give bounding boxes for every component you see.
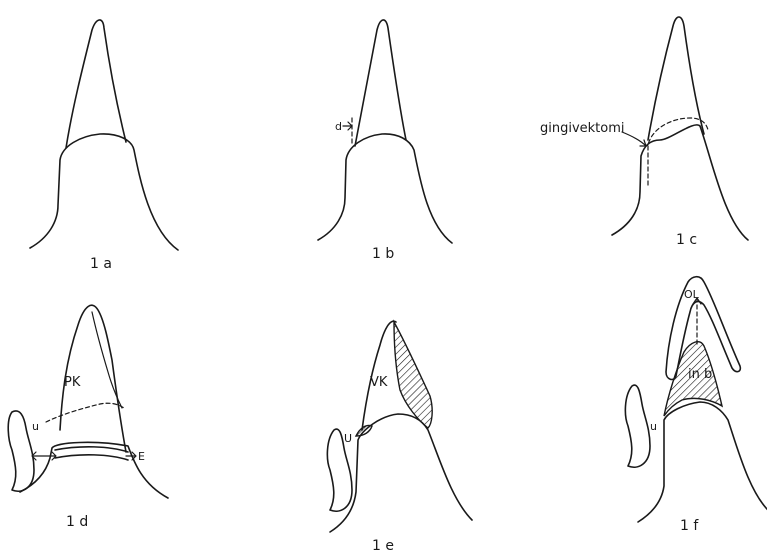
pocket-arrow	[343, 122, 352, 130]
panel-1f: OL in b u 1 f	[625, 277, 767, 534]
label-d: d	[335, 120, 342, 133]
panel-1c: gingivektomi 1 c	[540, 17, 748, 248]
gingiva-outline	[612, 125, 748, 240]
cheek-fold	[8, 411, 34, 491]
crown-inner-line	[92, 312, 122, 408]
label-u: u	[32, 420, 39, 433]
label-u: u	[650, 420, 657, 433]
cheek-fold	[625, 385, 650, 467]
gingiva-outline	[20, 442, 168, 498]
panel-1d: PK u E 1 d	[8, 305, 168, 530]
tooth-crown	[66, 20, 126, 148]
panel-caption: 1 a	[90, 256, 112, 272]
label-e: E	[138, 450, 145, 463]
label-inb: in b	[688, 367, 712, 382]
panel-caption: 1 b	[372, 246, 394, 262]
panel-caption: 1 e	[372, 538, 394, 550]
width-arrow	[32, 452, 56, 460]
label-pk: PK	[64, 375, 81, 390]
tooth-crown	[648, 17, 704, 140]
label-ol: OL	[684, 288, 700, 301]
gingiva-outline	[638, 402, 767, 522]
panel-caption: 1 c	[676, 232, 697, 248]
original-gingiva-dashed	[648, 118, 708, 185]
panel-1e: VK U 1 e	[327, 321, 472, 550]
gingivektomi-arrow	[622, 132, 646, 146]
panel-caption: 1 d	[66, 514, 88, 530]
gingiva-outline	[318, 134, 452, 243]
hatched-root-area	[394, 322, 432, 428]
panel-caption: 1 f	[680, 518, 699, 534]
gingival-margin-band	[55, 447, 128, 460]
dashed-pocket-line	[46, 403, 124, 422]
hatched-u-area	[356, 425, 372, 436]
tooth-crown	[355, 20, 406, 146]
panel-1b: d 1 b	[318, 20, 452, 262]
label-gingivektomi: gingivektomi	[540, 121, 625, 136]
panel-1a: 1 a	[30, 20, 178, 272]
gingiva-outline	[30, 134, 178, 250]
label-u: U	[344, 432, 352, 445]
label-vk: VK	[370, 375, 388, 390]
